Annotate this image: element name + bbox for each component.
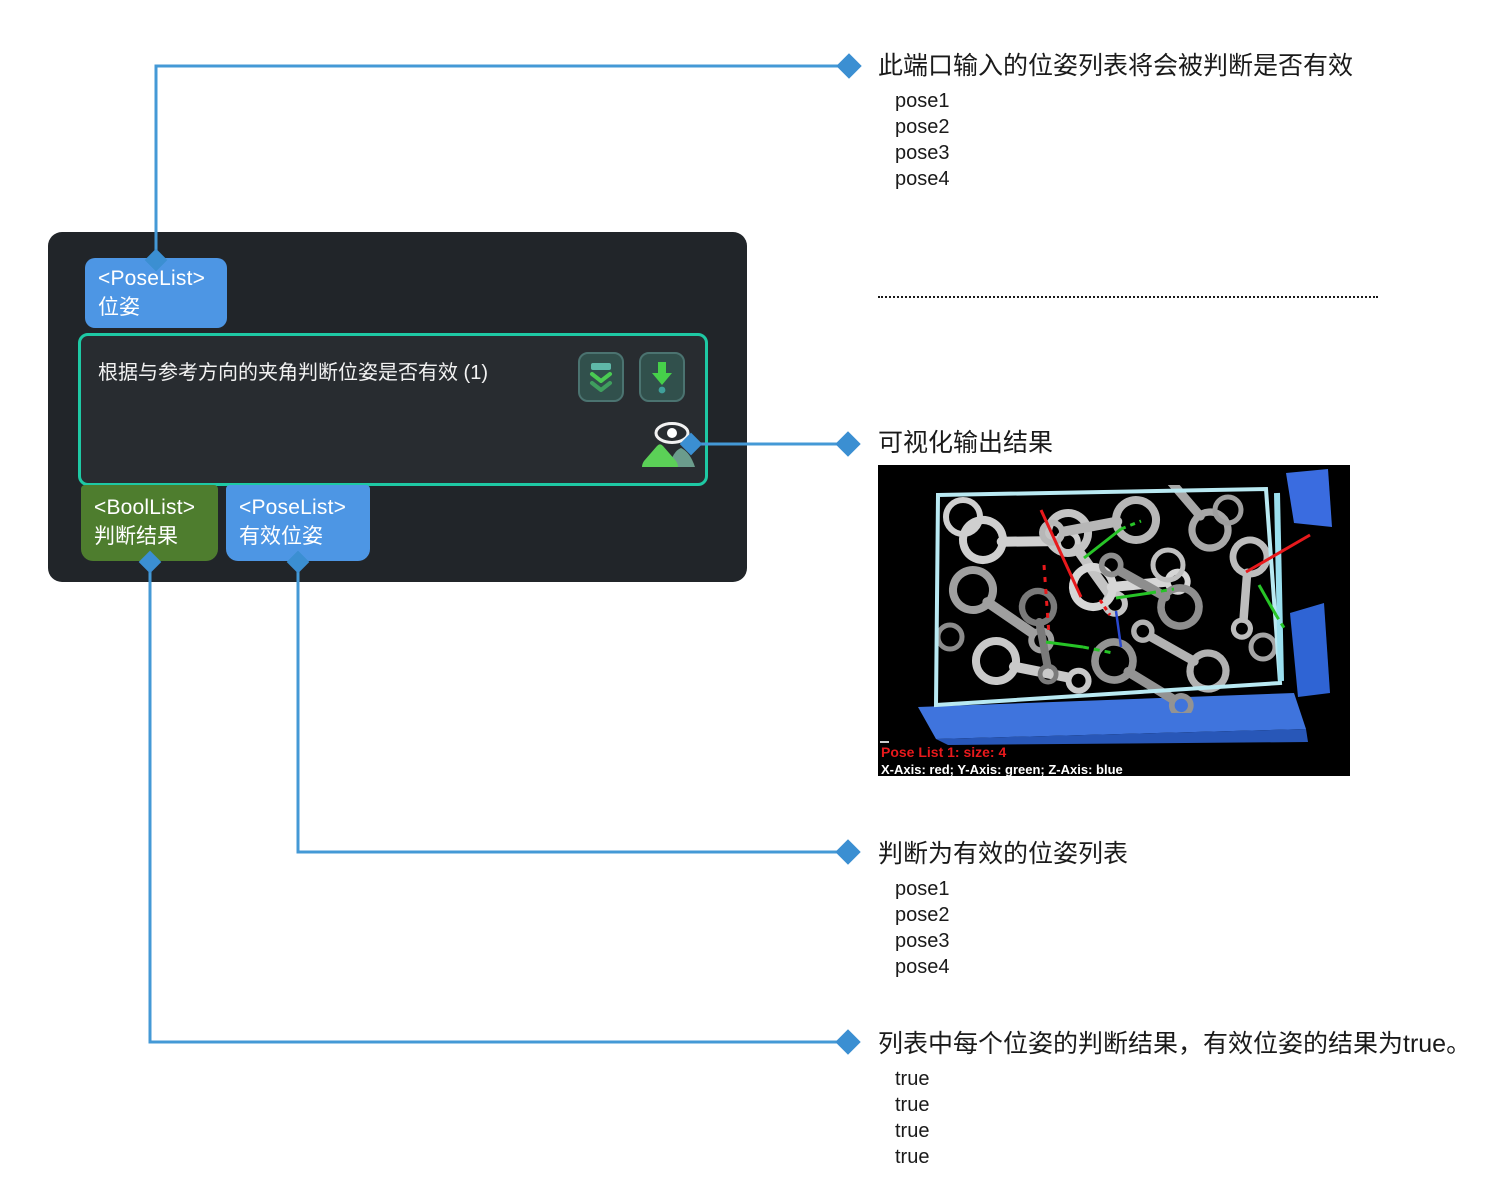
annotation-valid-poses: 判断为有效的位姿列表 pose1 pose2 pose3 pose4 — [878, 838, 1128, 980]
annotation-title: 可视化输出结果 — [878, 429, 1054, 457]
double-chevron-collapse-icon — [590, 363, 612, 392]
node-title: 根据与参考方向的夹角判断位姿是否有效 (1) — [98, 362, 488, 384]
annotation-list: pose1 pose2 pose3 pose4 — [895, 88, 1353, 192]
annotation-title: 此端口输入的位姿列表将会被判断是否有效 — [878, 52, 1354, 80]
list-item: pose1 — [895, 878, 950, 900]
list-item: pose3 — [895, 142, 950, 164]
output-port-pose-list[interactable]: <PoseList> 有效位姿 — [226, 485, 370, 561]
green-down-arrow-run-icon — [652, 362, 672, 394]
annotation-list: true true true true — [895, 1066, 1471, 1170]
list-item: true — [895, 1120, 930, 1142]
port-type-label: <PoseList> — [98, 267, 206, 290]
list-item: pose2 — [895, 116, 950, 138]
list-item: pose2 — [895, 904, 950, 926]
list-item: pose1 — [895, 90, 950, 112]
annotation-title: 列表中每个位姿的判断结果，有效位姿的结果为true。 — [878, 1030, 1472, 1058]
step-node[interactable]: <PoseList> 位姿 根据与参考方向的夹角判断位姿是否有效 (1) — [48, 232, 747, 582]
connecting-rods — [935, 465, 1286, 717]
dotted-divider — [878, 296, 1378, 298]
list-item: pose4 — [895, 956, 950, 978]
list-item: true — [895, 1068, 930, 1090]
collapse-button[interactable] — [578, 352, 624, 402]
list-item: true — [895, 1094, 930, 1116]
pose-point-cloud: Pose List 1: size: 4 X-Axis: red; Y-Axis… — [878, 465, 1350, 777]
viewer-axis-legend: X-Axis: red; Y-Axis: green; Z-Axis: blue — [881, 762, 1123, 776]
port-type-label: <PoseList> — [239, 496, 347, 519]
annotation-title: 判断为有效的位姿列表 — [878, 840, 1129, 868]
port-type-label: <BoolList> — [94, 496, 196, 519]
pose-axis-lines — [1039, 509, 1311, 655]
list-item: pose3 — [895, 930, 950, 952]
annotation-list: pose1 pose2 pose3 pose4 — [895, 876, 1128, 980]
list-item: true — [895, 1146, 930, 1168]
input-port-pose-list[interactable]: <PoseList> 位姿 — [85, 258, 227, 328]
run-step-button[interactable] — [639, 352, 685, 402]
port-name-label: 位姿 — [98, 296, 140, 319]
visualization-image: Pose List 1: size: 4 X-Axis: red; Y-Axis… — [878, 465, 1350, 777]
annotation-visualization: 可视化输出结果 — [878, 427, 1053, 459]
annotation-results: 列表中每个位姿的判断结果，有效位姿的结果为true。 true true tru… — [878, 1028, 1471, 1170]
eye-over-mountains-icon — [642, 422, 695, 467]
port-name-label: 判断结果 — [94, 525, 178, 548]
annotation-input-port: 此端口输入的位姿列表将会被判断是否有效 pose1 pose2 pose3 po… — [878, 50, 1353, 192]
viewer-pose-list-label: Pose List 1: size: 4 — [881, 744, 1006, 760]
output-port-bool-list[interactable]: <BoolList> 判断结果 — [81, 485, 218, 561]
port-name-label: 有效位姿 — [239, 525, 323, 548]
visualize-output-button[interactable] — [641, 420, 697, 472]
node-body[interactable]: 根据与参考方向的夹角判断位姿是否有效 (1) — [78, 333, 708, 486]
list-item: pose4 — [895, 168, 950, 190]
